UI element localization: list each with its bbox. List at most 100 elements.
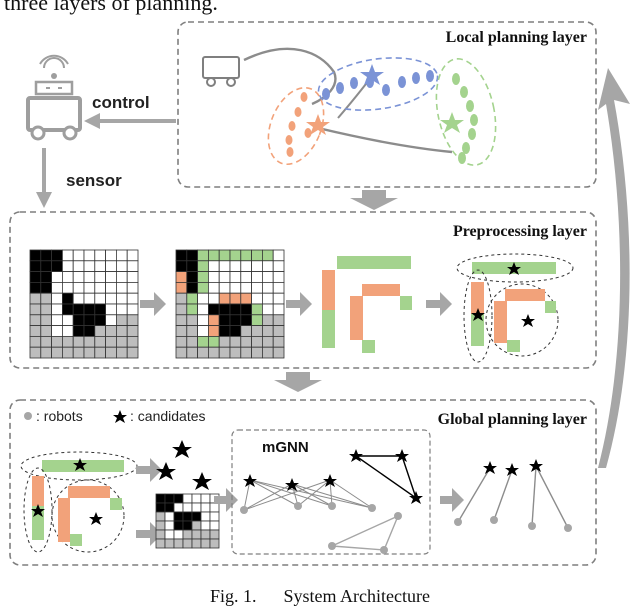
grid-cell bbox=[197, 249, 209, 262]
grid-cell bbox=[240, 314, 253, 326]
grid-cell bbox=[240, 249, 253, 262]
grid-cell bbox=[40, 292, 52, 305]
grid-cell bbox=[72, 292, 85, 305]
small-map-grid bbox=[155, 493, 220, 549]
grid-cell bbox=[251, 292, 263, 305]
grid-cell bbox=[207, 346, 220, 359]
grid-cell bbox=[261, 249, 274, 262]
grid-cell bbox=[155, 493, 166, 504]
star-icon bbox=[113, 410, 127, 423]
preprocessing-layer-frame bbox=[9, 211, 597, 369]
grid-cell bbox=[116, 292, 128, 305]
global-layer-frame bbox=[9, 399, 597, 566]
blue-cluster-outline bbox=[317, 57, 439, 111]
grid-cell bbox=[175, 281, 188, 294]
grid-cell bbox=[72, 335, 85, 348]
grid-cell bbox=[72, 314, 85, 326]
robot-graph bbox=[328, 512, 402, 554]
grid-cell bbox=[62, 335, 74, 348]
global-layer-title: Global planning layer bbox=[438, 411, 587, 428]
grid-cell bbox=[209, 538, 220, 549]
grid-cell bbox=[197, 325, 209, 337]
grid-cell bbox=[209, 520, 220, 531]
grid-cell bbox=[164, 538, 175, 549]
assignment-result bbox=[454, 459, 572, 532]
grid-cell bbox=[191, 511, 202, 522]
grid-cell bbox=[83, 292, 96, 305]
grid-cell bbox=[272, 303, 285, 316]
grid-cell bbox=[240, 335, 253, 348]
grid-cell bbox=[200, 538, 211, 549]
grid-cell bbox=[116, 281, 128, 294]
grid-cell bbox=[272, 346, 285, 359]
grid-cell bbox=[191, 502, 202, 513]
grid-cell bbox=[62, 260, 74, 272]
grid-cell bbox=[155, 538, 166, 549]
local-layer-title: Local planning layer bbox=[446, 29, 587, 46]
grid-cell bbox=[218, 292, 231, 305]
grid-cell bbox=[272, 325, 285, 337]
grid-cell bbox=[72, 303, 85, 316]
grid-cell bbox=[72, 260, 85, 272]
frontier-grid bbox=[175, 249, 285, 359]
grid-cell bbox=[72, 346, 85, 359]
local-path bbox=[243, 47, 337, 106]
grid-cell bbox=[126, 335, 139, 348]
grid-cell bbox=[218, 346, 231, 359]
grid-cell bbox=[175, 346, 188, 359]
grid-cell bbox=[116, 346, 128, 359]
grid-cell bbox=[182, 520, 193, 531]
grid-cell bbox=[105, 346, 117, 359]
grid-cell bbox=[240, 271, 253, 283]
grid-cell bbox=[272, 335, 285, 348]
grid-cell bbox=[240, 346, 253, 359]
grid-cell bbox=[186, 292, 199, 305]
grid-cell bbox=[94, 335, 107, 348]
grid-cell bbox=[105, 271, 117, 283]
grid-cell bbox=[207, 335, 220, 348]
grid-cell bbox=[229, 249, 242, 262]
grid-cell bbox=[94, 249, 107, 262]
grid-cell bbox=[173, 538, 184, 549]
grid-cell bbox=[40, 260, 52, 272]
grid-cell bbox=[105, 335, 117, 348]
grid-cell bbox=[272, 314, 285, 326]
grid-cell bbox=[72, 325, 85, 337]
grid-cell bbox=[155, 511, 166, 522]
grid-cell bbox=[191, 538, 202, 549]
occupancy-grid bbox=[29, 249, 139, 359]
grid-cell bbox=[272, 292, 285, 305]
grid-cell bbox=[218, 271, 231, 283]
grid-cell bbox=[240, 303, 253, 316]
grid-cell bbox=[51, 325, 63, 337]
figure-caption: Fig. 1. System Architecture bbox=[210, 586, 430, 606]
grid-cell bbox=[197, 314, 209, 326]
grid-cell bbox=[191, 520, 202, 531]
grid-cell bbox=[175, 314, 188, 326]
grid-cell bbox=[29, 249, 42, 262]
grid-cell bbox=[164, 529, 175, 540]
grid-cell bbox=[175, 292, 188, 305]
grid-cell bbox=[182, 502, 193, 513]
grid-cell bbox=[116, 303, 128, 316]
grid-cell bbox=[105, 303, 117, 316]
grid-cell bbox=[51, 281, 63, 294]
grid-cell bbox=[175, 260, 188, 272]
mgnn-label: mGNN bbox=[262, 439, 309, 456]
grid-cell bbox=[207, 260, 220, 272]
grid-cell bbox=[207, 292, 220, 305]
bipartite-candidates bbox=[243, 474, 337, 491]
grid-cell bbox=[29, 292, 42, 305]
grid-cell bbox=[62, 292, 74, 305]
grid-cell bbox=[126, 314, 139, 326]
grid-cell bbox=[116, 335, 128, 348]
grid-cell bbox=[126, 260, 139, 272]
grid-cell bbox=[164, 502, 175, 513]
right-arrow bbox=[440, 488, 464, 512]
local-path bbox=[317, 126, 453, 154]
grid-cell bbox=[240, 292, 253, 305]
grid-cell bbox=[251, 281, 263, 294]
grid-cell bbox=[40, 281, 52, 294]
grid-cell bbox=[218, 314, 231, 326]
grid-cell bbox=[116, 325, 128, 337]
